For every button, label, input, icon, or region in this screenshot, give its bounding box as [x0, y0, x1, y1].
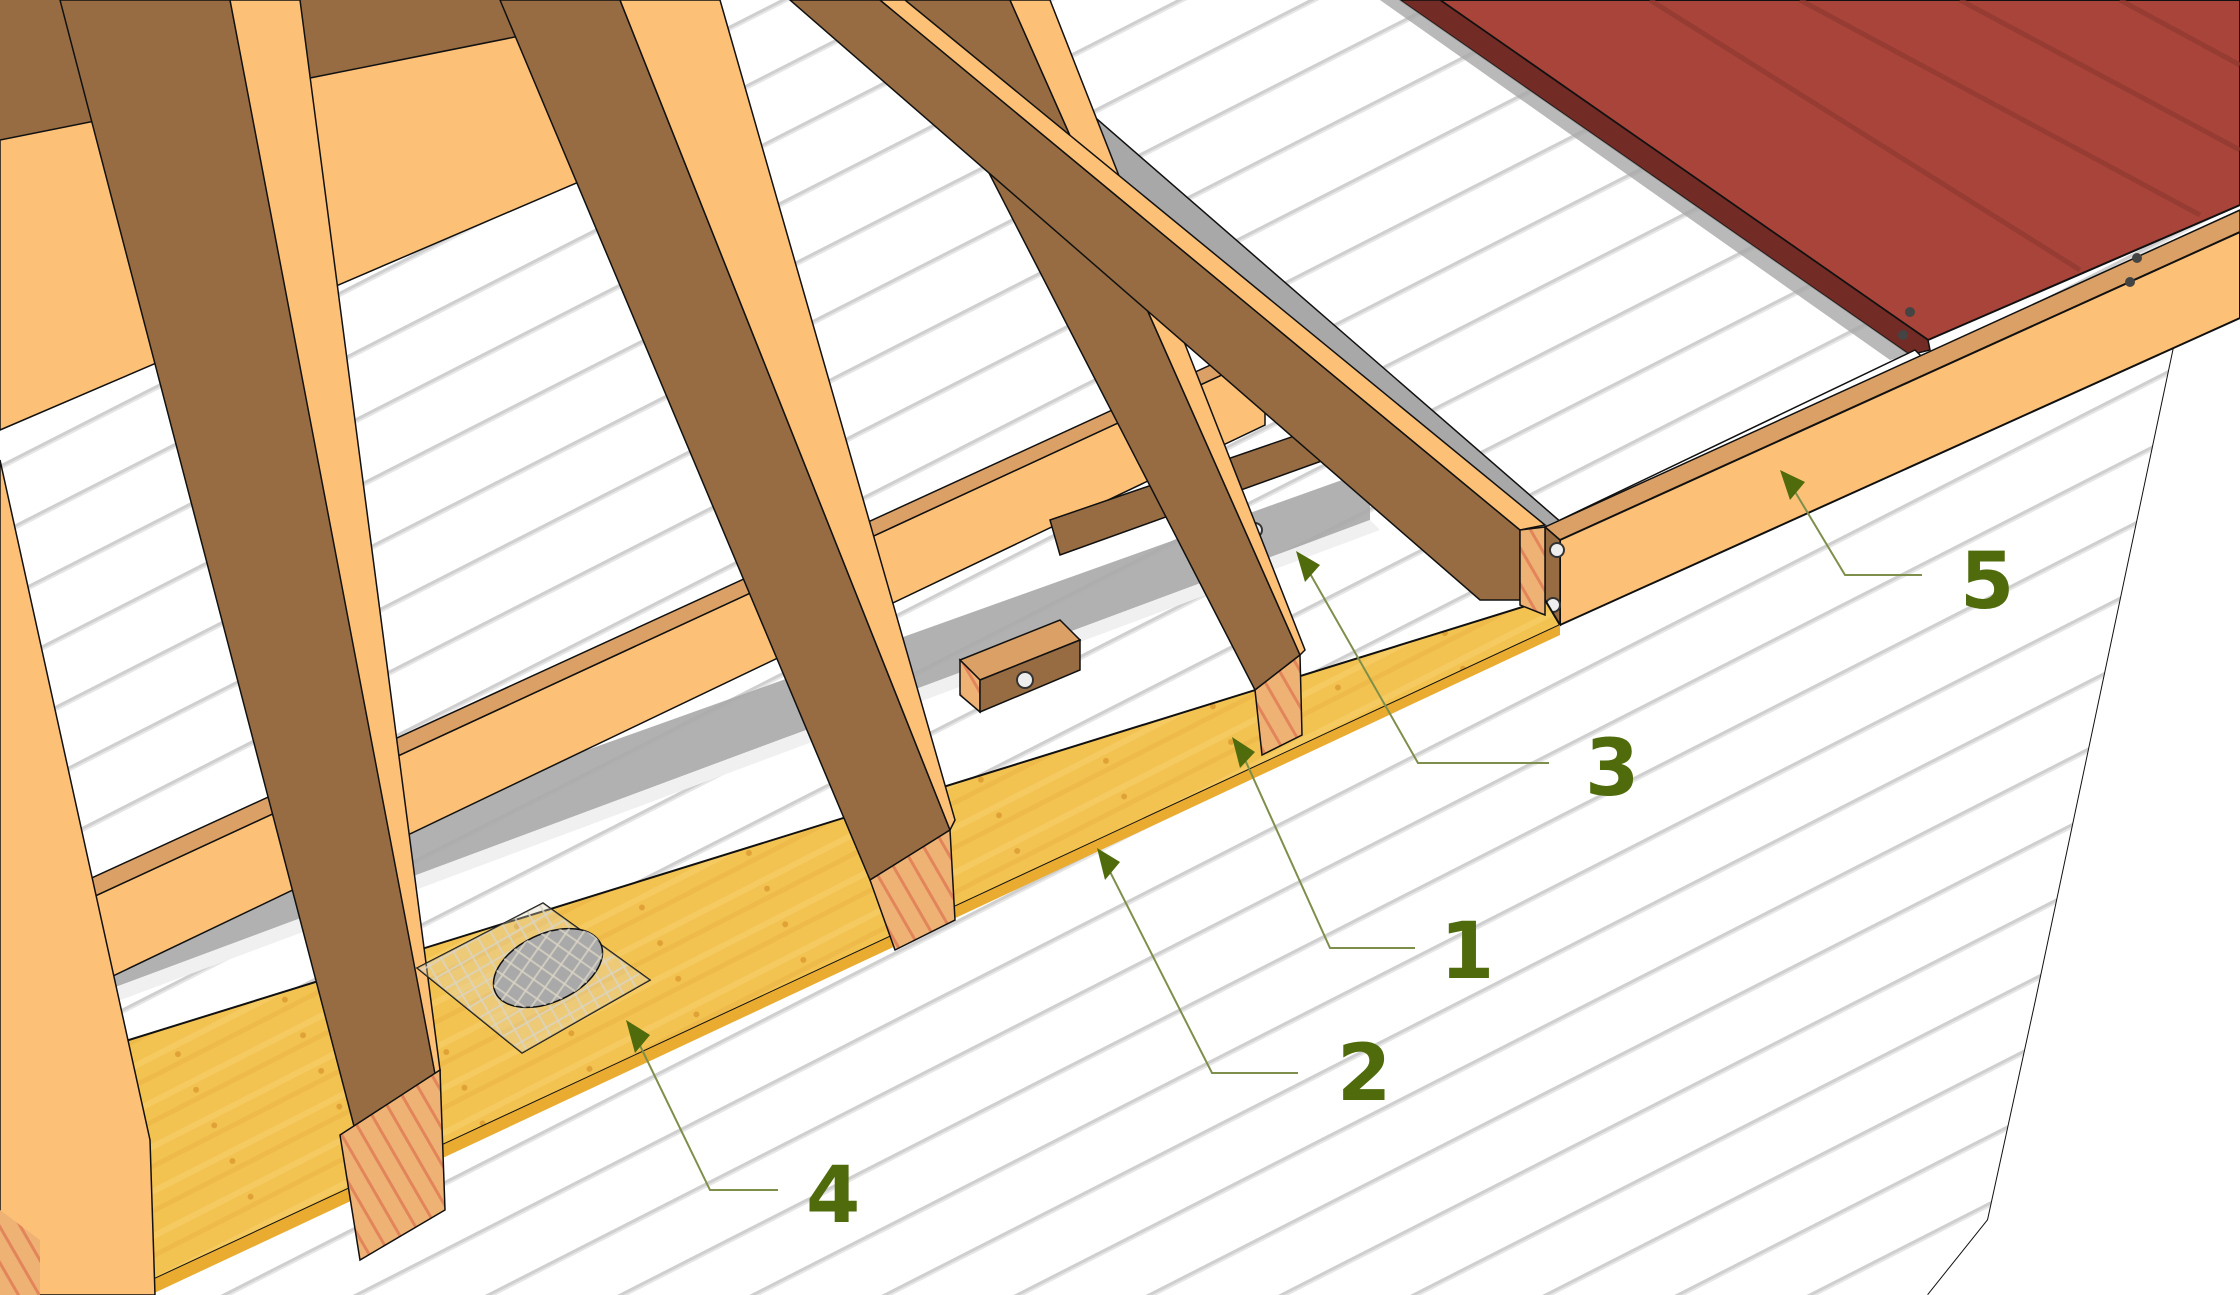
callout-label-3: 3 [1585, 724, 1639, 814]
arrow-head-icon [1296, 551, 1320, 582]
screw-icon [1549, 542, 1565, 558]
fascia-board [1543, 209, 2240, 627]
arrow-head-icon [1232, 737, 1255, 768]
callout-5: 5 [1780, 470, 2014, 627]
soffit-vent [415, 902, 652, 1054]
callout-2: 2 [1097, 848, 1391, 1119]
callout-label-1: 1 [1440, 907, 1494, 997]
rafters [0, 0, 1547, 1295]
screw-icon [2132, 253, 2142, 263]
arrow-head-icon [1780, 470, 1805, 500]
arrow-head-icon [626, 1020, 650, 1053]
metal-roof-panel [1380, 0, 2240, 360]
callout-label-4: 4 [806, 1151, 860, 1241]
callout-4: 4 [626, 1020, 860, 1241]
callout-3: 3 [1296, 551, 1639, 814]
screw-icon [1898, 330, 1908, 340]
arrow-head-icon [1097, 848, 1120, 880]
callout-1: 1 [1232, 737, 1494, 997]
callouts: 1 2 3 4 5 [626, 470, 2014, 1241]
screw-icon [1016, 671, 1034, 689]
screw-icon [2125, 277, 2135, 287]
callout-label-2: 2 [1337, 1029, 1391, 1119]
callout-label-5: 5 [1960, 537, 2014, 627]
screw-icon [1905, 307, 1915, 317]
